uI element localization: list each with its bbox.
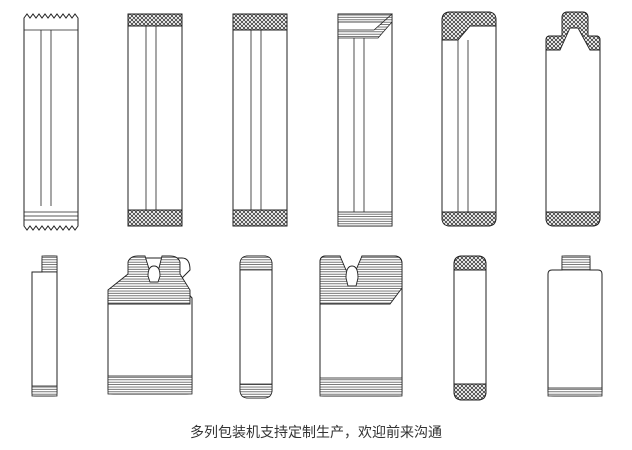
slim-shaped-sachet bbox=[31, 255, 58, 397]
stick-pack-shaped-top bbox=[545, 11, 601, 227]
stick-pack-zigzag-seal bbox=[23, 13, 79, 231]
slim-bottle-shaped-sachet bbox=[547, 255, 603, 397]
stick-pack-crosshatch-seal bbox=[127, 13, 183, 227]
rounded-tube-sachet bbox=[239, 255, 273, 399]
rounded-crosshatch-tube bbox=[453, 255, 487, 401]
stick-pack-rounded-crosshatch bbox=[441, 11, 497, 227]
wide-bottle-shaped-pouch bbox=[107, 255, 193, 395]
caption-text: 多列包装机支持定制生产，欢迎前来沟通 bbox=[190, 425, 442, 441]
stick-pack-full-crosshatch bbox=[232, 13, 288, 227]
stick-pack-hatched-folded-top bbox=[337, 13, 393, 227]
wide-hatched-bottle-pouch bbox=[319, 255, 403, 397]
